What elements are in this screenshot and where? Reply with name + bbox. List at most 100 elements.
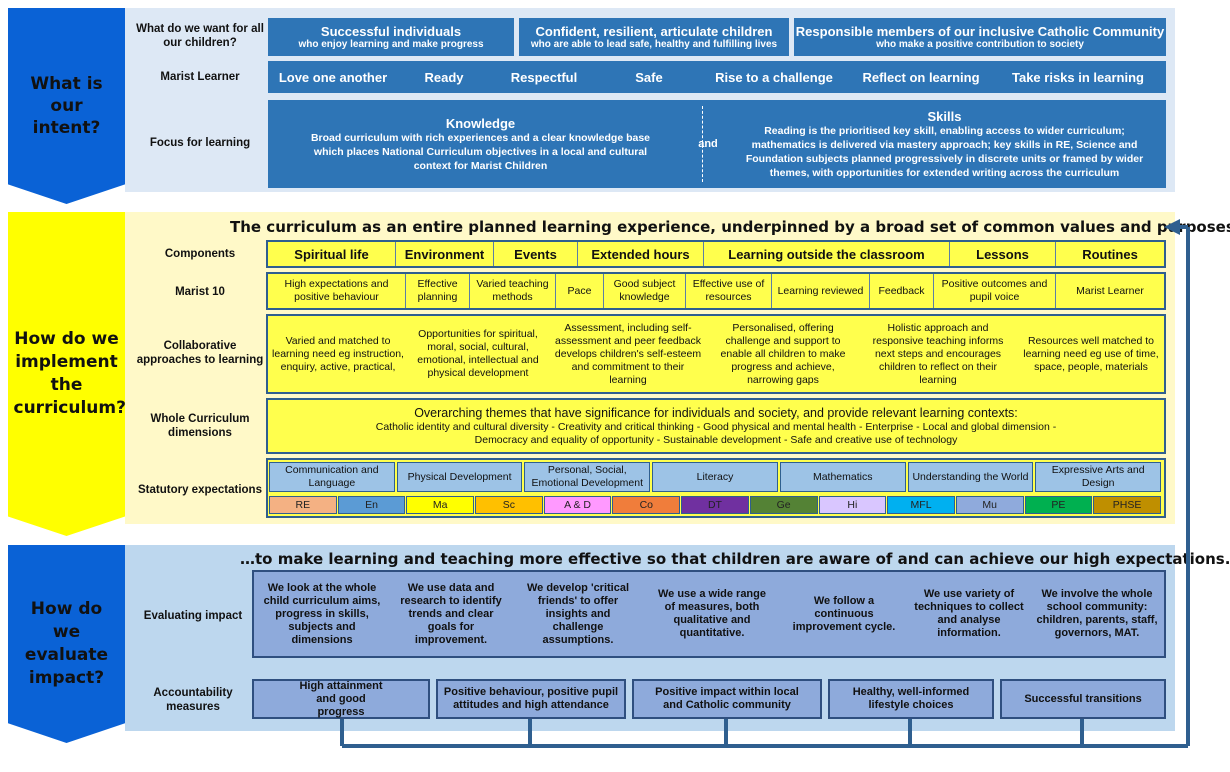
focus-divider (702, 106, 703, 182)
statutory-area: Expressive Arts and Design (1035, 462, 1162, 492)
evaluating-item: We follow a continuous improvement cycle… (792, 594, 896, 633)
intent-arrow-label: What is our intent? (30, 74, 103, 138)
component-item: Routines (1056, 242, 1164, 266)
evaluating-item: We use variety of techniques to collect … (914, 588, 1024, 639)
evaluate-arrow-label: How do we evaluate impact? (24, 599, 109, 688)
evaluating-item: We develop 'critical friends' to offer i… (526, 581, 630, 646)
component-item: Events (494, 242, 578, 266)
evaluating-row: We look at the whole child curriculum ai… (252, 570, 1166, 658)
intent-arrow: What is our intent? (8, 8, 125, 204)
evaluating-item: We look at the whole child curriculum ai… (263, 581, 381, 646)
collab-item: Personalised, offering challenge and sup… (720, 321, 846, 386)
subject-cell: Hi (818, 496, 887, 514)
component-item: Learning outside the classroom (704, 242, 950, 266)
statutory-area: Personal, Social, Emotional Development (524, 462, 651, 492)
component-item: Lessons (950, 242, 1056, 266)
evaluate-heading: …to make learning and teaching more effe… (240, 550, 1230, 568)
accountability-item: Positive behaviour, positive pupil attit… (436, 679, 626, 719)
marist10-item: Feedback (870, 274, 934, 308)
collab-item: Varied and matched to learning need eg i… (272, 334, 404, 373)
marist10-item: Marist Learner (1056, 274, 1164, 308)
want-box-2-title: Confident, resilient, articulate childre… (535, 23, 773, 39)
label-components: Components (164, 248, 236, 260)
knowledge-column: Knowledge Broad curriculum with rich exp… (268, 100, 693, 188)
marist10-item: Good subject knowledge (604, 274, 686, 308)
subject-cell: PE (1024, 496, 1093, 514)
implement-heading: The curriculum as an entire planned lear… (230, 218, 1230, 236)
want-box-1-title: Successful individuals (320, 23, 462, 39)
implement-arrow: How do we implement the curriculum? (8, 212, 125, 536)
marist10-item: Effective planning (406, 274, 470, 308)
subject-cell: Ge (749, 496, 818, 514)
collab-item: Resources well matched to learning need … (1023, 334, 1159, 373)
marist10-item: Pace (556, 274, 604, 308)
subject-cell: Co (612, 496, 681, 514)
subject-cell: PHSE (1093, 496, 1161, 514)
component-item: Environment (396, 242, 494, 266)
skills-column: Skills Reading is the prioritised key sk… (723, 100, 1166, 188)
statutory-area: Mathematics (779, 462, 906, 492)
subject-cell: DT (681, 496, 749, 514)
statutory-area: Understanding the World (907, 462, 1034, 492)
subject-cell: Sc (475, 496, 543, 514)
knowledge-title: Knowledge (445, 115, 516, 131)
accountability-item: Positive impact within local and Catholi… (632, 679, 822, 719)
skills-text: Reading is the prioritised key skill, en… (745, 124, 1144, 179)
marist10-item: Positive outcomes and pupil voice (934, 274, 1056, 308)
learner-item: Ready (424, 69, 464, 85)
subject-cell: En (337, 496, 406, 514)
want-box-1-sub: who enjoy learning and make progress (298, 38, 484, 50)
skills-title: Skills (927, 108, 962, 124)
subject-cell: RE (269, 496, 337, 514)
want-box-3-sub: who make a positive contribution to soci… (876, 38, 1084, 50)
learner-item: Take risks in learning (1012, 69, 1144, 85)
implement-arrow-label: How do we implement the curriculum? (13, 329, 126, 418)
learner-item: Safe (635, 69, 663, 85)
label-marist10: Marist 10 (175, 286, 225, 298)
accountability-item: Successful transitions (1000, 679, 1166, 719)
label-focus: Focus for learning (149, 137, 251, 149)
label-want: What do we want for all our children? (136, 23, 264, 49)
marist10-row: High expectations and positive behaviour… (266, 272, 1166, 310)
marist10-item: High expectations and positive behaviour (268, 274, 406, 308)
label-accountability: Accountability measures (153, 687, 233, 713)
marist10-item: Effective use of resources (686, 274, 772, 308)
subjects-row: RE En Ma Sc A & D Co DT Ge Hi MFL Mu PE … (269, 496, 1161, 514)
evaluating-item: We use a wide range of measures, both qu… (657, 588, 766, 639)
subject-cell: MFL (887, 496, 955, 514)
component-item: Spiritual life (268, 242, 396, 266)
collab-item: Holistic approach and responsive teachin… (872, 321, 1004, 386)
statutory-area: Physical Development (396, 462, 523, 492)
whole-curriculum-box: Overarching themes that have significanc… (266, 398, 1166, 454)
want-box-2-sub: who are able to lead safe, healthy and f… (530, 38, 778, 50)
accountability-item: High attainment and good progress (252, 679, 430, 719)
whole-line2: Democracy and equality of opportunity - … (474, 433, 958, 446)
collab-item: Assessment, including self-assessment an… (554, 321, 702, 386)
focus-box: Knowledge Broad curriculum with rich exp… (268, 100, 1166, 188)
label-statutory: Statutory expectations (138, 484, 262, 496)
learner-item: Respectful (510, 69, 578, 85)
want-box-2: Confident, resilient, articulate childre… (519, 18, 789, 56)
marist-learner-bar: Love one another Ready Respectful Safe R… (268, 61, 1166, 93)
marist10-item: Varied teaching methods (470, 274, 556, 308)
want-box-3: Responsible members of our inclusive Cat… (794, 18, 1166, 56)
learner-item: Reflect on learning (862, 69, 980, 85)
label-whole: Whole Curriculum dimensions (150, 413, 250, 439)
want-box-1: Successful individuals who enjoy learnin… (268, 18, 514, 56)
evaluating-item: We involve the whole school community: c… (1036, 588, 1158, 639)
accountability-item: Healthy, well-informed lifestyle choices (828, 679, 994, 719)
subject-cell: Ma (406, 496, 475, 514)
label-evaluating: Evaluating impact (143, 610, 243, 622)
collab-row: Varied and matched to learning need eg i… (266, 314, 1166, 394)
evaluate-arrow: How do we evaluate impact? (8, 545, 125, 743)
component-item: Extended hours (578, 242, 704, 266)
statutory-areas-row: Communication and Language Physical Deve… (269, 462, 1162, 492)
knowledge-text: Broad curriculum with rich experiences a… (310, 131, 651, 172)
label-collab: Collaborative approaches to learning (136, 340, 264, 366)
focus-and: and (698, 138, 718, 150)
label-marist-learner: Marist Learner (160, 71, 240, 83)
learner-item: Love one another (278, 69, 388, 85)
subject-cell: A & D (543, 496, 612, 514)
want-box-3-title: Responsible members of our inclusive Cat… (795, 23, 1165, 39)
components-row: Spiritual life Environment Events Extend… (266, 240, 1166, 268)
